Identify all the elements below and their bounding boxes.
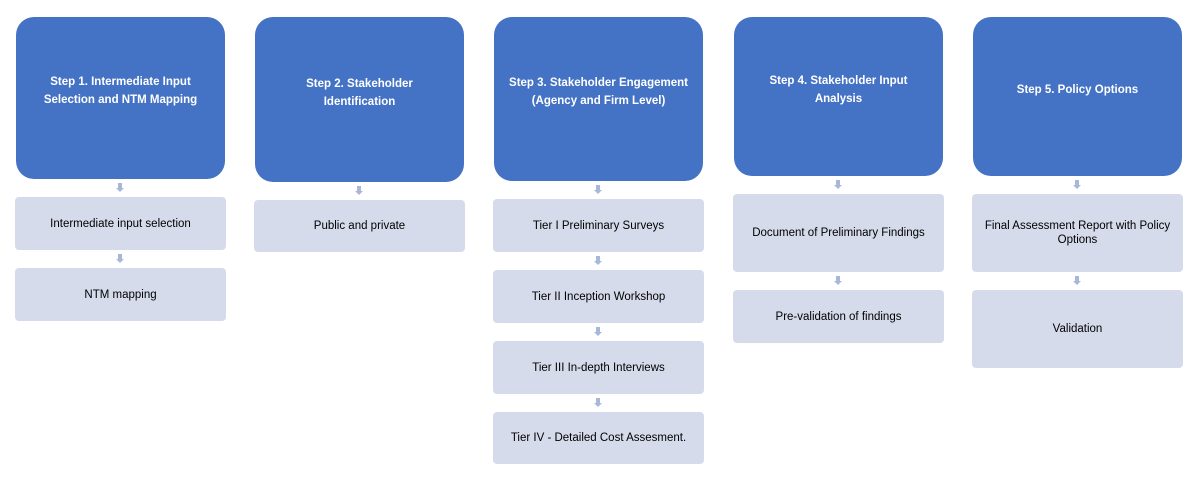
step-3-item-tier-4: Tier IV - Detailed Cost Assesment. (493, 412, 704, 464)
step-1-box: Step 1. Intermediate Input Selection and… (16, 17, 225, 179)
step-5-box: Step 5. Policy Options (973, 17, 1182, 176)
step-3-item-tier-2: Tier II Inception Workshop (493, 270, 704, 323)
down-arrow-icon (594, 256, 602, 266)
step-3-box: Step 3. Stakeholder Engagement (Agency a… (494, 17, 703, 181)
step-1-item-intermediate-input-selection: Intermediate input selection (15, 197, 226, 250)
down-arrow-icon (834, 276, 842, 286)
down-arrow-icon (594, 398, 602, 408)
step-4-item-pre-validation: Pre-validation of findings (733, 290, 944, 343)
down-arrow-icon (834, 180, 842, 190)
down-arrow-icon (594, 185, 602, 195)
down-arrow-icon (116, 183, 124, 193)
down-arrow-icon (594, 327, 602, 337)
down-arrow-icon (1073, 180, 1081, 190)
step-2-box: Step 2. Stakeholder Identification (255, 17, 464, 182)
down-arrow-icon (116, 254, 124, 264)
step-3-item-tier-1: Tier I Preliminary Surveys (493, 199, 704, 252)
step-4-box: Step 4. Stakeholder Input Analysis (734, 17, 943, 176)
down-arrow-icon (1073, 276, 1081, 286)
step-5-item-final-assessment-report: Final Assessment Report with Policy Opti… (972, 194, 1183, 272)
step-2-item-public-and-private: Public and private (254, 200, 465, 252)
step-5-item-validation: Validation (972, 290, 1183, 368)
step-4-item-preliminary-findings: Document of Preliminary Findings (733, 194, 944, 272)
step-3-item-tier-3: Tier III In-depth Interviews (493, 341, 704, 394)
down-arrow-icon (355, 186, 363, 196)
step-1-item-ntm-mapping: NTM mapping (15, 268, 226, 321)
